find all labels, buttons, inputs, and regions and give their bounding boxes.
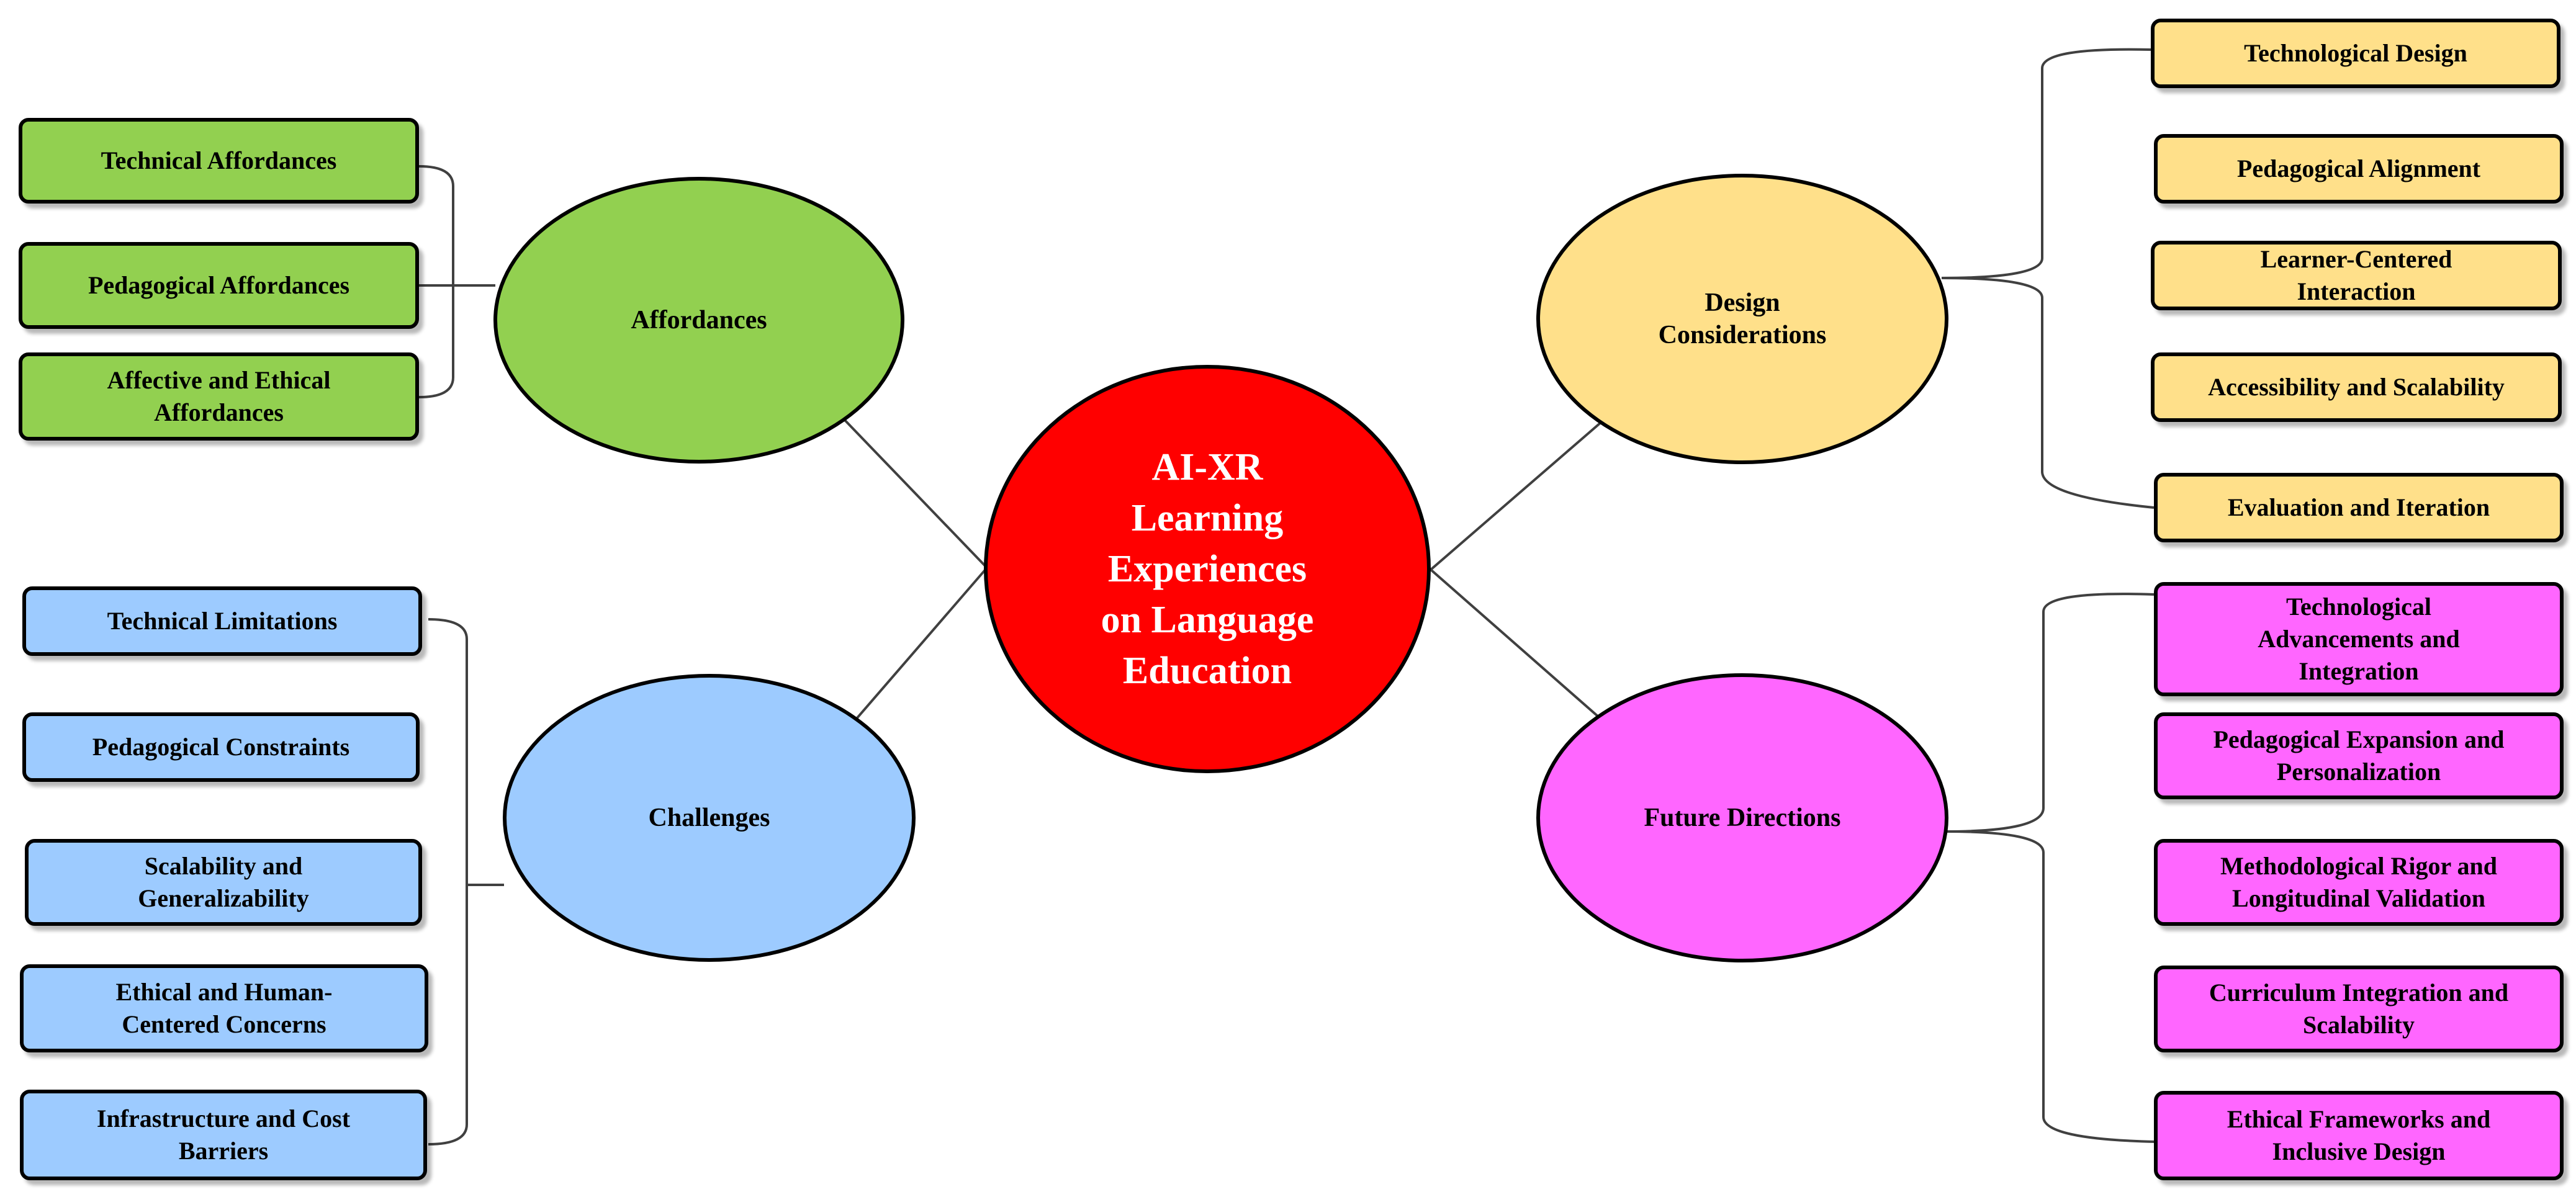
bracket-affordances xyxy=(418,165,454,398)
future-item: Curriculum Integration and Scalability xyxy=(2154,966,2564,1052)
affordances-item: Technical Affordances xyxy=(19,118,419,204)
future-item: Pedagogical Expansion and Personalizatio… xyxy=(2154,712,2564,799)
link-center-design xyxy=(1430,421,1603,571)
affordances-ellipse: Affordances xyxy=(493,177,904,464)
link-center-affordances xyxy=(843,418,988,569)
challenges-item: Ethical and Human- Centered Concerns xyxy=(20,964,428,1052)
future-directions-ellipse: Future Directions xyxy=(1536,673,1948,962)
challenges-item: Infrastructure and Cost Barriers xyxy=(20,1090,427,1180)
design-item: Learner-Centered Interaction xyxy=(2151,241,2562,310)
bracket-design xyxy=(1941,48,2155,509)
challenges-item: Scalability and Generalizability xyxy=(25,839,422,926)
bracket-challenges xyxy=(428,618,468,1145)
link-center-challenges xyxy=(855,567,988,720)
challenges-ellipse: Challenges xyxy=(503,674,916,962)
design-item: Evaluation and Iteration xyxy=(2154,473,2564,542)
link-center-future xyxy=(1430,568,1600,718)
design-item: Accessibility and Scalability xyxy=(2151,352,2562,422)
affordances-item: Pedagogical Affordances xyxy=(19,242,419,329)
design-item: Pedagogical Alignment xyxy=(2154,134,2564,204)
future-item: Methodological Rigor and Longitudinal Va… xyxy=(2154,839,2564,926)
design-considerations-ellipse: Design Considerations xyxy=(1536,174,1948,464)
center-ellipse: AI-XR Learning Experiences on Language E… xyxy=(984,365,1431,773)
bracket-future xyxy=(1945,593,2157,1143)
future-item: Technological Advancements and Integrati… xyxy=(2154,582,2564,696)
affordances-item: Affective and Ethical Affordances xyxy=(19,352,419,441)
future-item: Ethical Frameworks and Inclusive Design xyxy=(2154,1091,2564,1180)
challenges-item: Technical Limitations xyxy=(22,586,422,656)
design-item: Technological Design xyxy=(2151,19,2560,88)
challenges-item: Pedagogical Constraints xyxy=(22,712,420,782)
